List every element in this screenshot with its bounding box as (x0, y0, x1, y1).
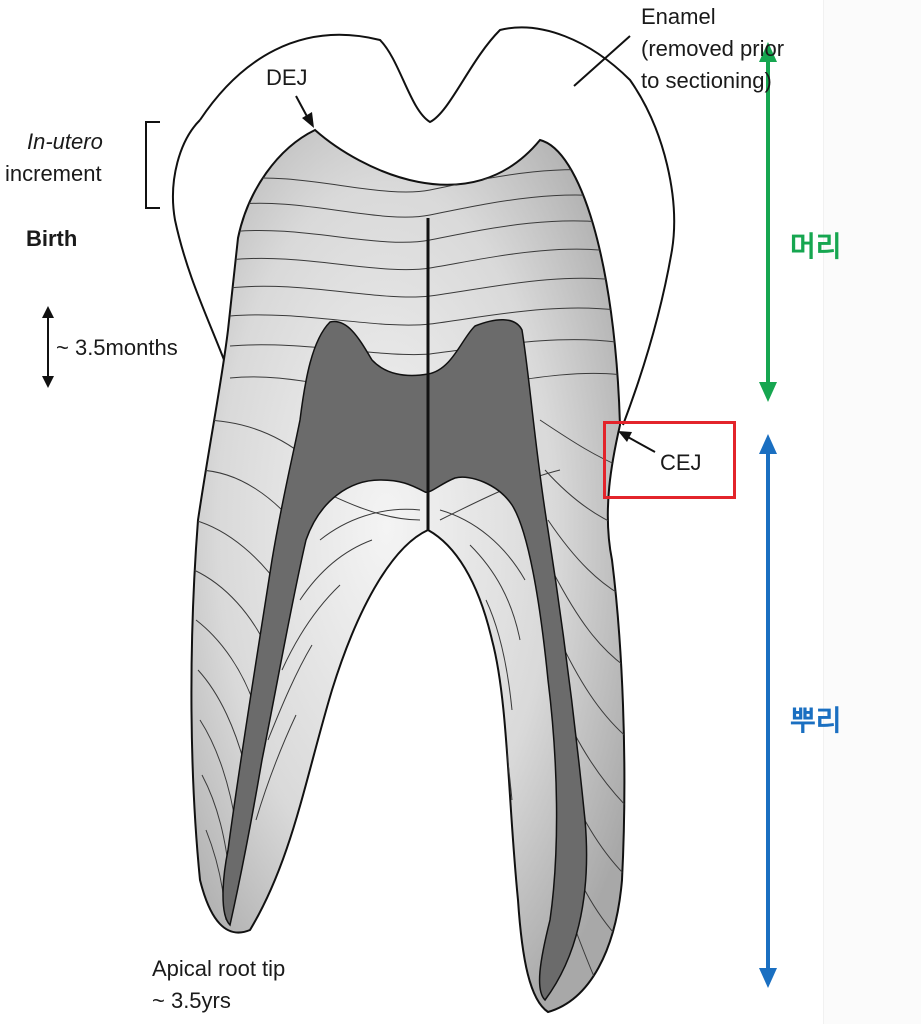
label-crown-region: 머리 (790, 230, 842, 263)
label-apical-age: ~ 3.5yrs (152, 988, 231, 1013)
label-root-region: 뿌리 (790, 704, 842, 737)
dej-pointer-arrow (295, 95, 314, 128)
label-cej: CEJ (660, 450, 702, 475)
label-enamel: Enamel (641, 4, 716, 29)
cej-pointer-arrow (618, 431, 656, 453)
cej-highlight-box (603, 421, 736, 499)
label-birth: Birth (26, 226, 78, 251)
label-increment: increment (5, 161, 102, 186)
pulp-cavity (222, 319, 588, 1002)
right-edge-strip (823, 0, 921, 1024)
crown-extent-arrow (759, 42, 777, 402)
root-extent-arrow (759, 434, 777, 988)
label-months: ~ 3.5months (56, 335, 178, 360)
enamel-left-edge (172, 119, 239, 401)
label-dej: DEJ (266, 65, 308, 90)
label-enamel-note-2: to sectioning) (641, 68, 772, 93)
label-enamel-note-1: (removed prior (641, 36, 785, 61)
enamel-pointer-line (573, 35, 631, 87)
in-utero-bracket (145, 121, 160, 209)
label-apical-root-tip: Apical root tip (152, 956, 286, 981)
months-double-arrow (42, 306, 54, 388)
label-in-utero: In-utero (27, 129, 103, 154)
growth-marker-lines (20, 216, 430, 939)
